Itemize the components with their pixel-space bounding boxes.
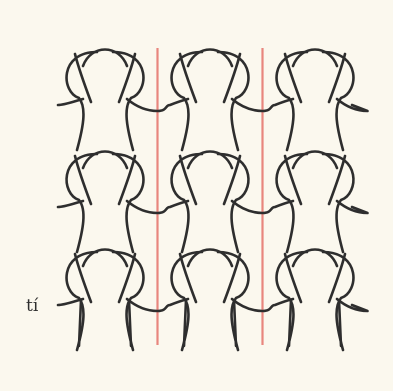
loop-right-leg [113, 154, 143, 252]
yarn-course [58, 99, 368, 111]
loop-left-leg [172, 154, 202, 252]
loop-inner-right [329, 54, 345, 102]
loop-left-leg [67, 154, 97, 252]
loop-right-leg [113, 52, 143, 150]
loop-inner-left [75, 54, 91, 102]
loop-inner-right [119, 254, 135, 302]
loop-left-leg [277, 154, 307, 252]
caption-label: tí [26, 298, 38, 315]
loop-inner-left [75, 156, 91, 204]
loop-inner-left [75, 254, 91, 302]
column-dividers [158, 48, 263, 345]
yarn-course [58, 201, 368, 213]
loop-inner-left [285, 156, 301, 204]
loop-right-leg [323, 154, 353, 252]
loop-inner-right [224, 54, 240, 102]
loop-inner-right [224, 254, 240, 302]
loop-right-leg [218, 52, 248, 150]
loop-inner-right [329, 254, 345, 302]
loop-inner-right [119, 54, 135, 102]
loop-inner-left [180, 254, 196, 302]
loop-inner-left [285, 254, 301, 302]
loop-inner-left [180, 54, 196, 102]
loop-left-leg [277, 52, 307, 150]
loop-inner-left [285, 54, 301, 102]
loop-left-leg [172, 52, 202, 150]
loop-inner-right [329, 156, 345, 204]
yarn-loops [58, 50, 368, 351]
loop-left-leg [67, 52, 97, 150]
loop-inner-left [180, 156, 196, 204]
loop-right-leg [218, 154, 248, 252]
loop-inner-right [224, 156, 240, 204]
loop-inner-right [119, 156, 135, 204]
loop-right-leg [323, 52, 353, 150]
yarn-course [58, 299, 368, 311]
